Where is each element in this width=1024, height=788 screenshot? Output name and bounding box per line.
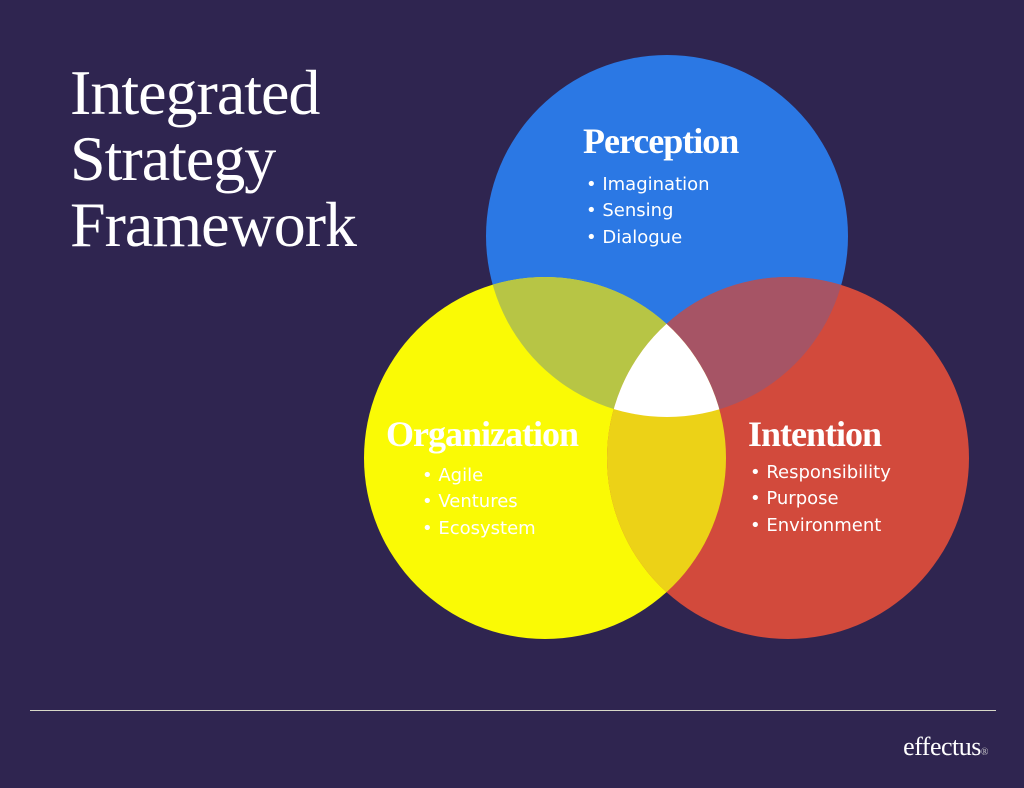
logo-mark: ®: [980, 747, 989, 758]
perception-item-3: • Dialogue: [586, 227, 682, 248]
perception-heading: Perception: [583, 121, 739, 161]
title-line-3: Framework: [70, 189, 357, 260]
organization-item-2: • Ventures: [422, 491, 518, 512]
title-line-1: Integrated: [70, 57, 320, 128]
intention-item-3: • Environment: [750, 515, 881, 536]
page-title: Integrated Strategy Framework: [70, 57, 357, 260]
title-line-2: Strategy: [70, 123, 276, 194]
organization-item-3: • Ecosystem: [422, 518, 536, 539]
intention-item-1: • Responsibility: [750, 462, 891, 483]
logo-text: effectus: [903, 732, 981, 761]
perception-item-1: • Imagination: [586, 174, 710, 195]
footer-divider: [30, 710, 996, 711]
organization-heading: Organization: [386, 414, 579, 454]
center-overlap: [607, 277, 726, 417]
effectus-logo: effectus®: [903, 732, 988, 762]
intention-heading: Intention: [748, 414, 882, 454]
perception-item-2: • Sensing: [586, 200, 673, 221]
organization-item-1: • Agile: [422, 465, 483, 486]
intention-item-2: • Purpose: [750, 488, 839, 509]
